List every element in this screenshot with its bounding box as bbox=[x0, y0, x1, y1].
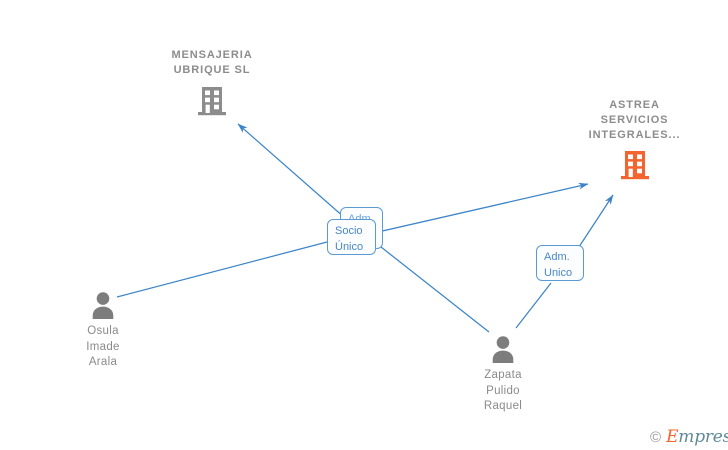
person-label-zapata: Zapata Pulido Raquel bbox=[483, 369, 523, 412]
building-icon bbox=[562, 143, 707, 182]
copyright-icon: © bbox=[650, 428, 662, 446]
brand-name: mpresia bbox=[678, 427, 728, 447]
empresia-watermark: © Empresia bbox=[650, 427, 728, 447]
node-company-mensajeria[interactable]: MENSAJERIA UBRIQUE SL bbox=[142, 48, 282, 118]
edge-zapata-to-socio bbox=[380, 246, 490, 333]
edge-zapata-to-adm-unico bbox=[515, 282, 552, 329]
edge-label-socio-unico[interactable]: Socio Único bbox=[327, 219, 376, 255]
edge-socio-to-mensajeria bbox=[237, 123, 346, 219]
company-label-astrea: ASTREA SERVICIOS INTEGRALES... bbox=[588, 99, 681, 141]
edge-osula-to-socio bbox=[116, 241, 328, 298]
node-person-zapata[interactable]: Zapata Pulido Raquel bbox=[458, 334, 548, 415]
brand-logo: Empresia bbox=[666, 427, 728, 447]
edge-adm-unico-to-astrea bbox=[576, 194, 614, 251]
edge-socio-to-astrea bbox=[377, 182, 589, 233]
person-label-osula: Osula Imade Arala bbox=[86, 325, 120, 368]
edge-label-adm-unico[interactable]: Adm. Unico bbox=[536, 245, 584, 281]
brand-initial: E bbox=[666, 427, 679, 447]
node-company-astrea[interactable]: ASTREA SERVICIOS INTEGRALES... bbox=[562, 98, 707, 182]
person-icon bbox=[458, 334, 548, 364]
person-icon bbox=[58, 290, 148, 320]
company-label-mensajeria: MENSAJERIA UBRIQUE SL bbox=[171, 49, 253, 76]
node-person-osula[interactable]: Osula Imade Arala bbox=[58, 290, 148, 371]
building-icon bbox=[142, 78, 282, 118]
